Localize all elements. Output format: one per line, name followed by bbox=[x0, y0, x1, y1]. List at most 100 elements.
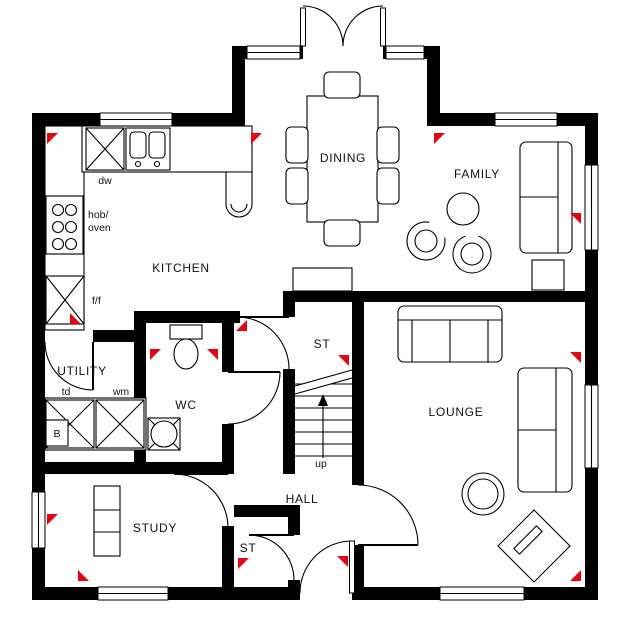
hob-ring bbox=[51, 220, 65, 234]
coffee-table-inner bbox=[467, 478, 499, 510]
wall-segment bbox=[134, 311, 240, 323]
media-unit bbox=[292, 267, 353, 292]
door-swing-arc bbox=[299, 540, 353, 594]
store-upper-label: ST bbox=[314, 337, 331, 351]
dining-label: DINING bbox=[320, 151, 366, 165]
wall-segment bbox=[283, 369, 295, 474]
hob-ring bbox=[64, 237, 78, 251]
door-swing-arc bbox=[302, 5, 344, 47]
fridge-freezer-label: f/f bbox=[92, 295, 101, 307]
dishwasher-cross bbox=[85, 127, 125, 171]
study-label: STUDY bbox=[133, 521, 177, 535]
boiler-unit bbox=[45, 419, 69, 447]
wall-segment bbox=[288, 580, 300, 587]
stairs bbox=[294, 369, 353, 458]
red-marker bbox=[236, 320, 247, 331]
washing-machine-label: wm bbox=[112, 386, 130, 398]
tub-chair bbox=[406, 221, 446, 261]
wc-fittings bbox=[147, 324, 203, 451]
fridge-cross bbox=[45, 275, 85, 325]
door-swing-arc bbox=[357, 484, 419, 546]
kitchen-peninsula bbox=[225, 171, 253, 218]
stair-break bbox=[295, 370, 352, 394]
family-furniture bbox=[292, 141, 573, 292]
tub-chair-seat bbox=[460, 242, 484, 266]
red-marker bbox=[78, 570, 89, 581]
wall-segment bbox=[427, 46, 440, 126]
wall-segment bbox=[93, 330, 134, 342]
wall-segment bbox=[288, 505, 300, 535]
labels: DINING FAMILY KITCHEN UTILITY WC ST LOUN… bbox=[53, 151, 500, 555]
boiler-label: B bbox=[53, 428, 60, 440]
family-label: FAMILY bbox=[454, 167, 500, 181]
stairs-up-label: up bbox=[315, 458, 327, 470]
red-marker bbox=[338, 355, 349, 366]
dining-chair bbox=[376, 126, 400, 164]
door-swing-arc bbox=[227, 371, 281, 425]
tv-corner-unit bbox=[497, 509, 571, 583]
wall-segment bbox=[222, 311, 234, 372]
red-marker bbox=[207, 349, 218, 360]
tub-chair-seat bbox=[414, 229, 438, 253]
red-marker bbox=[570, 570, 581, 581]
store-lower-label: ST bbox=[240, 541, 257, 555]
red-marker bbox=[47, 514, 58, 525]
sink-tap bbox=[153, 160, 161, 168]
toilet-cistern bbox=[169, 324, 203, 340]
sink-bowl bbox=[148, 131, 166, 159]
stair-up-arrowhead bbox=[318, 394, 328, 406]
kitchen-fittings bbox=[44, 125, 253, 331]
sink-tap bbox=[134, 160, 142, 168]
hob-ring bbox=[51, 203, 65, 217]
front-door-leaf bbox=[349, 540, 355, 594]
door-swing-arc bbox=[248, 534, 295, 581]
red-marker bbox=[238, 558, 249, 569]
french-door-leaf bbox=[380, 7, 386, 47]
utility-label: UTILITY bbox=[57, 364, 107, 378]
door-swing-arc bbox=[342, 5, 384, 47]
red-marker bbox=[570, 213, 581, 224]
windows bbox=[31, 45, 599, 601]
dishwasher-label: dw bbox=[98, 175, 112, 187]
red-marker bbox=[70, 313, 81, 324]
sink-bowl bbox=[129, 131, 147, 159]
appliance-cross bbox=[95, 399, 145, 449]
doors bbox=[44, 5, 419, 594]
red-marker bbox=[251, 133, 262, 144]
dining-chair bbox=[376, 167, 400, 205]
door-swing-arc bbox=[44, 341, 94, 391]
wall-segment bbox=[32, 462, 234, 474]
red-marker bbox=[570, 352, 581, 363]
kitchen-peninsula-detail bbox=[230, 203, 248, 213]
wall-segment bbox=[283, 291, 598, 302]
wall-segment bbox=[232, 46, 245, 126]
hall-label: HALL bbox=[286, 492, 319, 506]
dining-chair bbox=[285, 167, 309, 205]
dining-chair bbox=[323, 219, 361, 247]
wall-segment bbox=[222, 526, 234, 587]
wall-segment bbox=[283, 291, 295, 317]
dining-table bbox=[306, 95, 379, 223]
wc-label: WC bbox=[175, 398, 196, 412]
hob-label-line1: hob/ bbox=[88, 209, 109, 221]
hob-ring bbox=[64, 220, 78, 234]
red-marker bbox=[337, 556, 348, 567]
tub-chair bbox=[452, 235, 492, 274]
family-round-table bbox=[446, 192, 480, 226]
basin-bowl bbox=[150, 420, 178, 448]
wall-segment bbox=[352, 291, 364, 485]
stair-break-line bbox=[294, 377, 353, 395]
hob-ring bbox=[64, 203, 78, 217]
kitchen-label: KITCHEN bbox=[152, 261, 210, 275]
french-door-leaf bbox=[300, 7, 306, 47]
hob-ring bbox=[51, 237, 65, 251]
stair-break-line bbox=[294, 369, 353, 387]
dimension-markers bbox=[47, 133, 581, 581]
dining-chair bbox=[285, 126, 309, 164]
door-swing-arc bbox=[173, 473, 229, 529]
family-side-table bbox=[531, 259, 565, 291]
study-furniture bbox=[93, 485, 121, 557]
wall-segment bbox=[222, 424, 234, 474]
tv-set bbox=[513, 525, 543, 555]
red-marker bbox=[434, 133, 445, 144]
